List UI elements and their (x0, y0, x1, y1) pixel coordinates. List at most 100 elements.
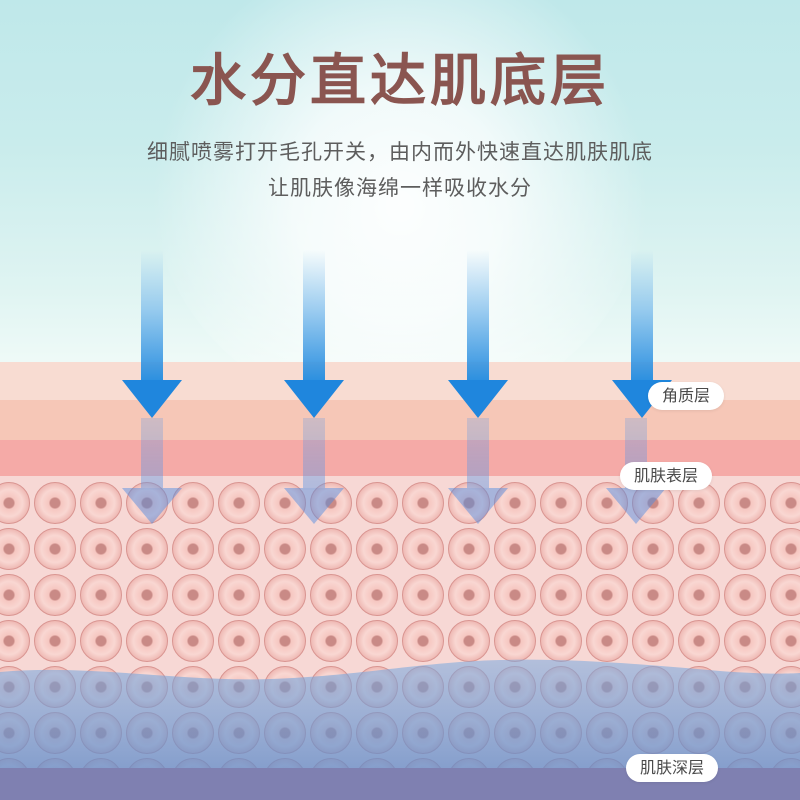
dermis-label: 肌肤深层 (626, 754, 719, 782)
skin-cell (356, 666, 398, 708)
skin-cell (494, 666, 536, 708)
skin-cell (402, 712, 444, 754)
skin-cell (0, 574, 30, 616)
skin-cell (356, 528, 398, 570)
skin-cell (632, 712, 674, 754)
skin-cell (632, 574, 674, 616)
skin-cell (34, 574, 76, 616)
skin-cell (448, 712, 490, 754)
skin-cell (80, 620, 122, 662)
skin-cell (172, 482, 214, 524)
epidermis-label: 肌肤表层 (620, 462, 713, 490)
skin-cell (356, 574, 398, 616)
skin-cell (724, 528, 766, 570)
skin-cell (678, 574, 720, 616)
skin-cell (218, 482, 260, 524)
skin-cell (540, 666, 582, 708)
skin-cell (264, 620, 306, 662)
skin-cell (218, 666, 260, 708)
skin-cell (0, 482, 30, 524)
skin-cell (34, 620, 76, 662)
skin-cell (494, 528, 536, 570)
skin-cell (448, 666, 490, 708)
skin-cell (126, 528, 168, 570)
skin-cell (632, 620, 674, 662)
skin-cell (724, 666, 766, 708)
skin-cell (264, 528, 306, 570)
skin-cell (80, 666, 122, 708)
skin-cell (632, 528, 674, 570)
skin-cell (540, 620, 582, 662)
skin-cell (494, 620, 536, 662)
skin-cell (402, 482, 444, 524)
skin-cell (724, 712, 766, 754)
skin-cell (356, 482, 398, 524)
skin-cell (586, 528, 628, 570)
skin-cell (34, 528, 76, 570)
skin-cell (172, 574, 214, 616)
stratum-corneum-label: 角质层 (648, 382, 725, 410)
skin-cell (540, 712, 582, 754)
skin-cell (724, 482, 766, 524)
skin-cell (0, 528, 30, 570)
skin-cell (126, 482, 168, 524)
skin-cell (172, 712, 214, 754)
skin-cell (678, 528, 720, 570)
skin-cell (34, 712, 76, 754)
skin-cell (770, 620, 800, 662)
skin-cell (80, 482, 122, 524)
skin-cell (540, 574, 582, 616)
skin-cell (34, 482, 76, 524)
skin-cell (218, 712, 260, 754)
skin-cell (0, 666, 30, 708)
skin-cell (264, 712, 306, 754)
skin-cell (34, 666, 76, 708)
skin-cell (770, 712, 800, 754)
skin-cell (402, 666, 444, 708)
skin-cell (356, 712, 398, 754)
skin-cell (402, 574, 444, 616)
skin-cell (0, 620, 30, 662)
skin-cell (540, 528, 582, 570)
skin-cell (770, 666, 800, 708)
skin-cell (310, 666, 352, 708)
skin-cell (448, 528, 490, 570)
skin-cell (724, 574, 766, 616)
skin-cell (126, 666, 168, 708)
skin-cell (678, 666, 720, 708)
skin-cell (172, 528, 214, 570)
description-line-2: 让肌肤像海绵一样吸收水分 (268, 176, 532, 200)
skin-cell (448, 620, 490, 662)
skin-cell (494, 482, 536, 524)
skin-cell (126, 712, 168, 754)
skin-cell (172, 620, 214, 662)
skin-cell (310, 574, 352, 616)
skin-cell (770, 528, 800, 570)
skin-cell (218, 620, 260, 662)
skin-cell (310, 482, 352, 524)
skin-cell (264, 482, 306, 524)
skin-cell (402, 620, 444, 662)
skin-cell (540, 482, 582, 524)
skin-cell-grid (0, 476, 800, 776)
skin-cell (770, 574, 800, 616)
skin-cell (770, 482, 800, 524)
skin-cell (448, 482, 490, 524)
skin-cell (310, 620, 352, 662)
skin-cell (678, 712, 720, 754)
skin-cell (586, 574, 628, 616)
skin-cell (402, 528, 444, 570)
skin-cell (678, 620, 720, 662)
description-line-1: 细腻喷雾打开毛孔开关，由内而外快速直达肌肤肌底 (147, 140, 653, 164)
skin-cell (172, 666, 214, 708)
skin-cell (80, 528, 122, 570)
skin-cell (310, 528, 352, 570)
skin-cell (448, 574, 490, 616)
skin-cell (218, 574, 260, 616)
skin-cell (264, 574, 306, 616)
skin-cell (724, 620, 766, 662)
skin-cell (264, 666, 306, 708)
skin-cell (586, 712, 628, 754)
skin-cell (494, 712, 536, 754)
